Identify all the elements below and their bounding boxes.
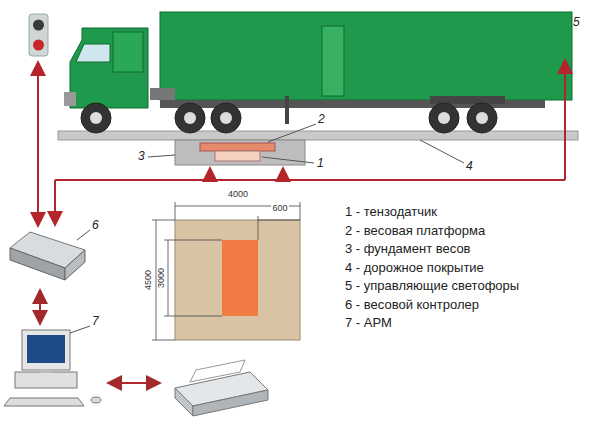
truck — [64, 12, 572, 133]
legend-text: 5 - управляющие светофоры — [345, 279, 519, 293]
traffic-light — [29, 14, 48, 56]
callout-number: 3 — [138, 150, 145, 163]
dimension: 3000 — [157, 268, 167, 288]
foundation — [175, 140, 305, 165]
dimension: 600 — [271, 204, 288, 214]
legend-text: 3 - фундамент весов — [345, 242, 471, 256]
weighing-platform — [200, 143, 275, 151]
signal-wire — [38, 60, 565, 383]
callout-number: 7 — [92, 315, 99, 328]
callout-number: 1 — [317, 157, 324, 170]
weighing-controller — [10, 232, 85, 280]
load-cell — [215, 151, 260, 161]
legend-text: 6 - весовой контролер — [345, 298, 479, 312]
plan-view — [152, 202, 300, 340]
callout-number: 5 — [573, 16, 580, 29]
dimension: 4500 — [144, 270, 154, 290]
legend-text: 4 - дорожное покрытие — [345, 261, 484, 275]
legend-text: 2 - весовая платформа — [345, 224, 485, 238]
callout-number: 4 — [466, 160, 473, 173]
workstation — [4, 330, 101, 406]
callout-number: 2 — [318, 113, 325, 126]
printer — [175, 360, 268, 416]
legend-text: 1 - тензодатчик — [345, 205, 437, 219]
callout-number: 6 — [92, 219, 99, 232]
legend-text: 7 - АРМ — [345, 316, 392, 330]
road-surface — [58, 131, 578, 140]
dimension: 4000 — [227, 190, 249, 200]
